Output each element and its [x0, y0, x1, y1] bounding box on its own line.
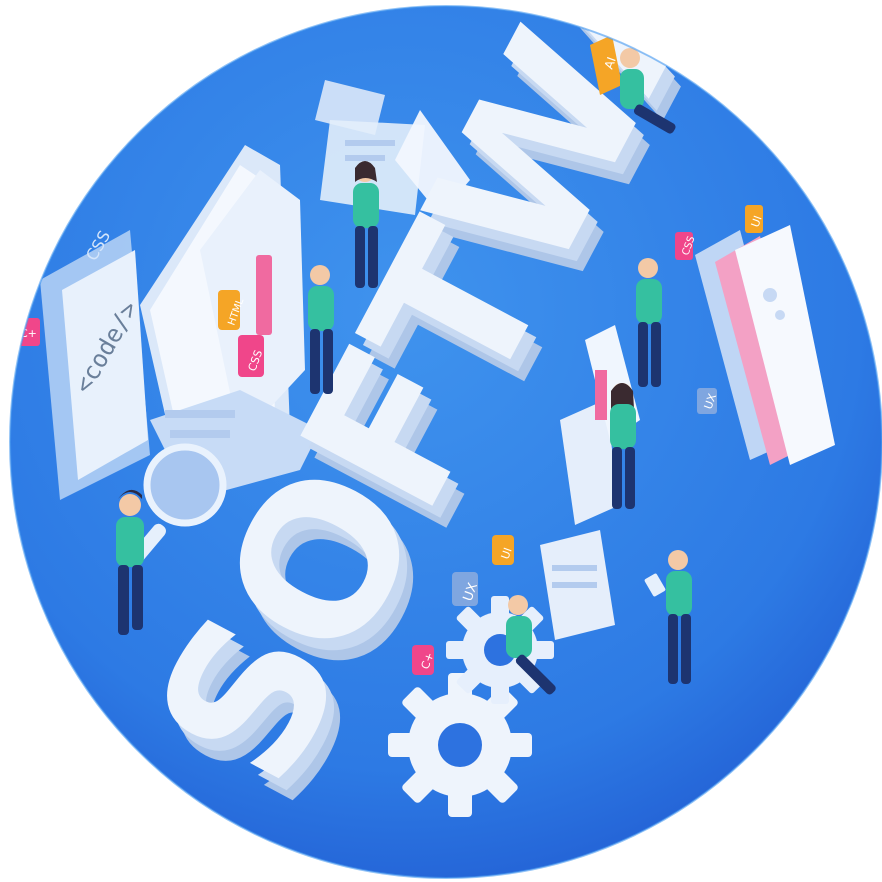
html-badge	[218, 290, 240, 330]
bottom-badges: UX UI C+	[412, 535, 515, 675]
person-right	[636, 258, 662, 387]
svg-text:UI: UI	[749, 214, 765, 229]
person-magnifier	[116, 489, 144, 635]
svg-text:C+: C+	[419, 651, 437, 671]
svg-text:AI: AI	[602, 55, 619, 71]
code-window: <code/> CSS C+	[18, 227, 150, 500]
person-gear-sitting	[506, 595, 556, 695]
ux-bottom-badge	[452, 572, 478, 606]
mobile-panels: CSS UI UX	[675, 205, 835, 465]
monitor-cluster: HTML CSS	[140, 145, 320, 500]
cpp-bottom-badge	[412, 645, 434, 675]
gear-small-icon	[446, 596, 554, 704]
css-badge	[238, 335, 264, 377]
css-right-badge	[675, 232, 693, 260]
svg-text:UI: UI	[499, 546, 515, 561]
person-panels	[353, 161, 379, 288]
ux-right-badge	[697, 388, 717, 414]
svg-text:UX: UX	[461, 581, 481, 604]
floating-panels	[315, 80, 470, 215]
circle-rim	[9, 5, 882, 879]
person-top-sitting	[620, 48, 676, 134]
person-documents	[610, 383, 636, 509]
ui-bottom-badge	[492, 535, 514, 565]
person-monitor	[308, 265, 334, 394]
ai-badge: AI	[590, 35, 622, 95]
person-tablet	[644, 550, 692, 684]
ui-badge	[745, 205, 763, 233]
documents	[540, 325, 640, 640]
gear-large-icon	[388, 673, 532, 817]
svg-text:UX: UX	[702, 391, 720, 411]
